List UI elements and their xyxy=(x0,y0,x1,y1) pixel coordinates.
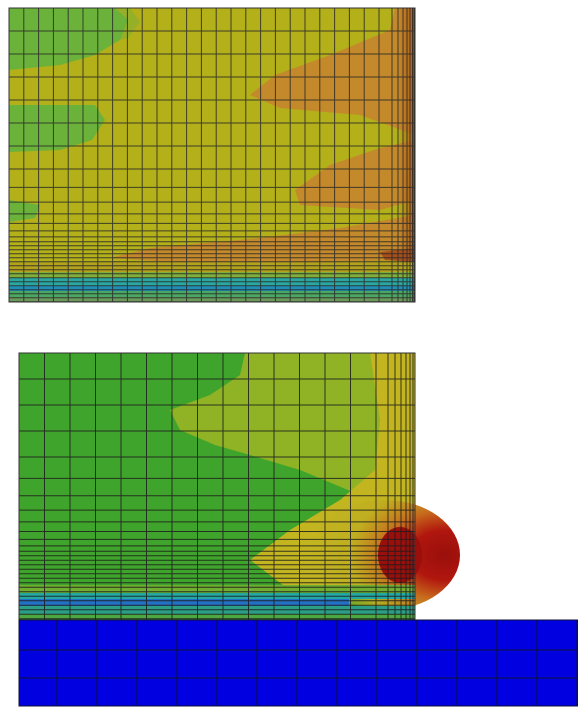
substrate-fill xyxy=(19,620,578,706)
substrate-border xyxy=(18,619,578,707)
top-orange-region-1 xyxy=(250,8,415,135)
top-band-lightgreen xyxy=(9,272,415,278)
top-contour-panel xyxy=(8,7,416,303)
bottom-band-green xyxy=(19,614,415,620)
top-panel-border xyxy=(8,7,416,303)
top-orange-region-2 xyxy=(295,140,415,210)
bottom-mesh-grid xyxy=(18,352,415,620)
top-band-blue xyxy=(9,286,415,291)
bottom-band-lightgreen xyxy=(19,585,415,593)
top-green-region-2 xyxy=(9,105,105,152)
substrate-mesh-grid xyxy=(19,620,578,706)
bottom-band-blue xyxy=(19,599,349,606)
top-band-yellow xyxy=(9,262,415,272)
substrate-block xyxy=(18,619,578,707)
bottom-contour-panel xyxy=(18,352,460,621)
top-green-region-3 xyxy=(9,200,40,222)
bottom-yellowgreen-region xyxy=(170,353,415,500)
top-band-bottom xyxy=(9,297,415,302)
top-mesh-grid xyxy=(8,7,415,303)
